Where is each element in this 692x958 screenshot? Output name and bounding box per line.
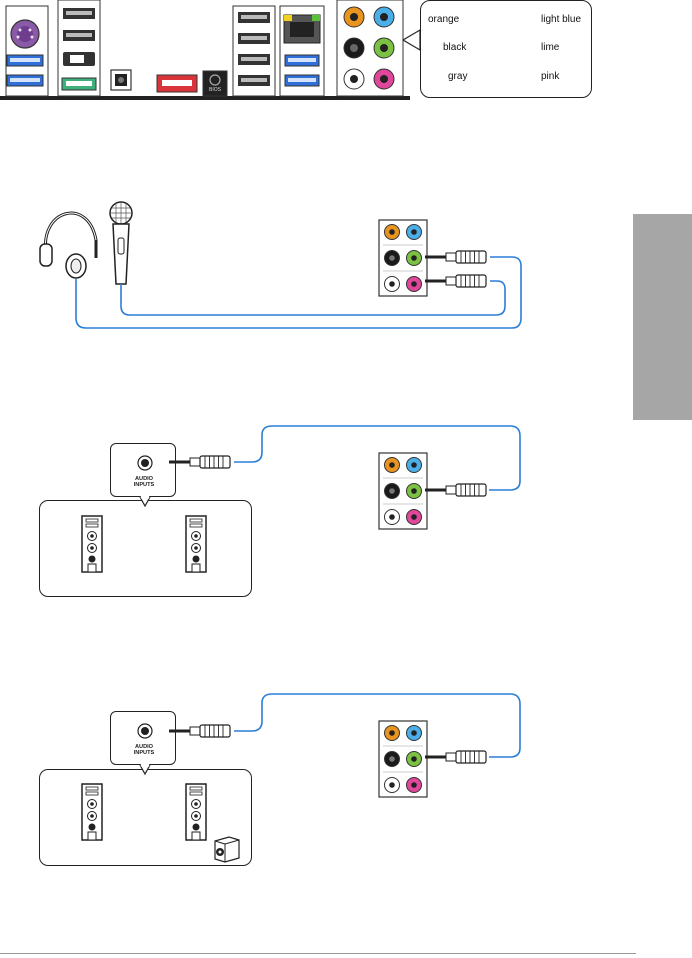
plug-line-out-2-1ch <box>425 750 487 764</box>
legend-label-gray: gray <box>448 71 468 82</box>
speaker-right-icon <box>185 515 207 573</box>
bios-label: BIOS <box>209 87 221 93</box>
esata-port <box>156 74 198 93</box>
speaker-left-icon <box>81 783 103 841</box>
lan-usb3-stack <box>279 5 325 97</box>
cable-speaker-2ch <box>234 425 521 491</box>
cable-speaker-2-1ch <box>234 693 521 758</box>
ps2-port <box>5 5 49 97</box>
usb-stack-1 <box>57 0 101 97</box>
plug-speaker-input-2-1ch <box>169 724 231 738</box>
audio-jack-legend <box>420 0 592 98</box>
plug-microphone <box>425 274 487 288</box>
audio-panel-section1 <box>378 219 428 297</box>
audio-input-jack-2ch <box>137 455 153 508</box>
audio-panel-section3 <box>378 720 428 798</box>
audio-input-callout <box>110 711 176 765</box>
audio-panel-section2 <box>378 452 428 530</box>
audio-inputs-label: AUDIO <box>134 744 154 750</box>
plug-headphone <box>425 250 487 264</box>
legend-label-orange: orange <box>428 14 460 25</box>
audio-input-jack-2-1ch <box>137 723 153 776</box>
audio-inputs-label: AUDIO <box>134 476 154 482</box>
io-baseplate <box>0 96 410 100</box>
footer-rule <box>0 953 636 954</box>
microphone-icon <box>109 201 133 285</box>
legend-label-black: black <box>443 42 467 53</box>
audio-inputs-label-2: INPUTS <box>133 750 155 756</box>
speaker-right-icon <box>185 783 207 841</box>
optical-spdif-port <box>110 69 132 91</box>
audio-inputs-label-2: INPUTS <box>133 482 155 488</box>
usb-stack-2 <box>232 5 276 97</box>
headphone-icon <box>39 211 98 279</box>
bios-button <box>202 70 228 97</box>
cable-microphone <box>120 280 506 316</box>
legend-label-light-blue: light blue <box>541 14 582 25</box>
legend-label-lime: lime <box>541 42 560 53</box>
io-audio-jacks <box>336 0 404 97</box>
subwoofer-icon <box>214 836 240 863</box>
cable-headphone <box>75 256 522 329</box>
chapter-thumb-tab <box>633 214 692 420</box>
speaker-left-icon <box>81 515 103 573</box>
plug-speaker-input-2ch <box>169 455 231 469</box>
legend-label-pink: pink <box>541 71 560 82</box>
plug-line-out-2ch <box>425 483 487 497</box>
